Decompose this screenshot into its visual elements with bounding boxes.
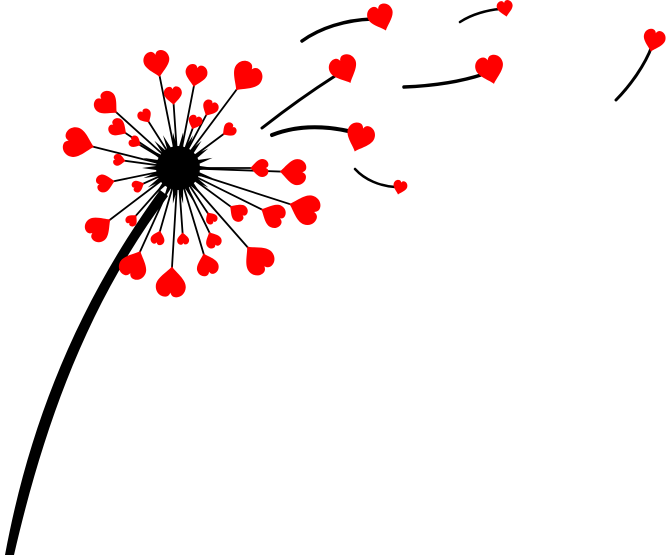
flying-seed-tail [353,167,397,189]
dandelion-center [142,132,214,204]
flying-heart-seed [495,0,515,19]
heart-seed [250,159,269,177]
heart-seeds [60,0,667,298]
heart-seed [255,198,289,231]
flying-seed-tail [270,125,350,137]
heart-seed [193,250,221,278]
heart-seed [224,56,267,100]
heart-seed [284,189,323,228]
heart-seed [130,177,147,194]
heart-seed [279,158,307,186]
heart-seed [135,106,156,127]
heart-seed [218,120,239,141]
heart-seed [60,125,98,162]
flying-heart-seed [473,52,508,88]
flying-heart-seed [364,1,399,35]
dandelion-stem [5,190,168,555]
heart-seed [141,48,173,80]
heart-seed [90,87,125,122]
center-core [156,146,200,190]
flying-heart-seed [640,27,667,55]
heart-seed [106,115,132,141]
flying-seed-tail [402,72,486,89]
heart-seed [201,228,224,251]
flying-seed-tail [458,7,502,24]
heart-seed [155,265,187,298]
flying-seed-tail [260,74,337,130]
flying-seed-tail [300,17,374,43]
heart-seed [163,86,183,106]
heart-seed [81,208,119,246]
flying-seed-tails [260,7,654,189]
heart-seed [149,228,167,247]
heart-seed [235,236,279,280]
heart-seed [182,62,209,89]
flying-heart-seed [341,119,378,157]
flying-seed-tail [614,44,654,102]
heart-seed [176,231,190,246]
heart-seed [94,172,117,194]
flying-heart-seed [325,51,364,89]
